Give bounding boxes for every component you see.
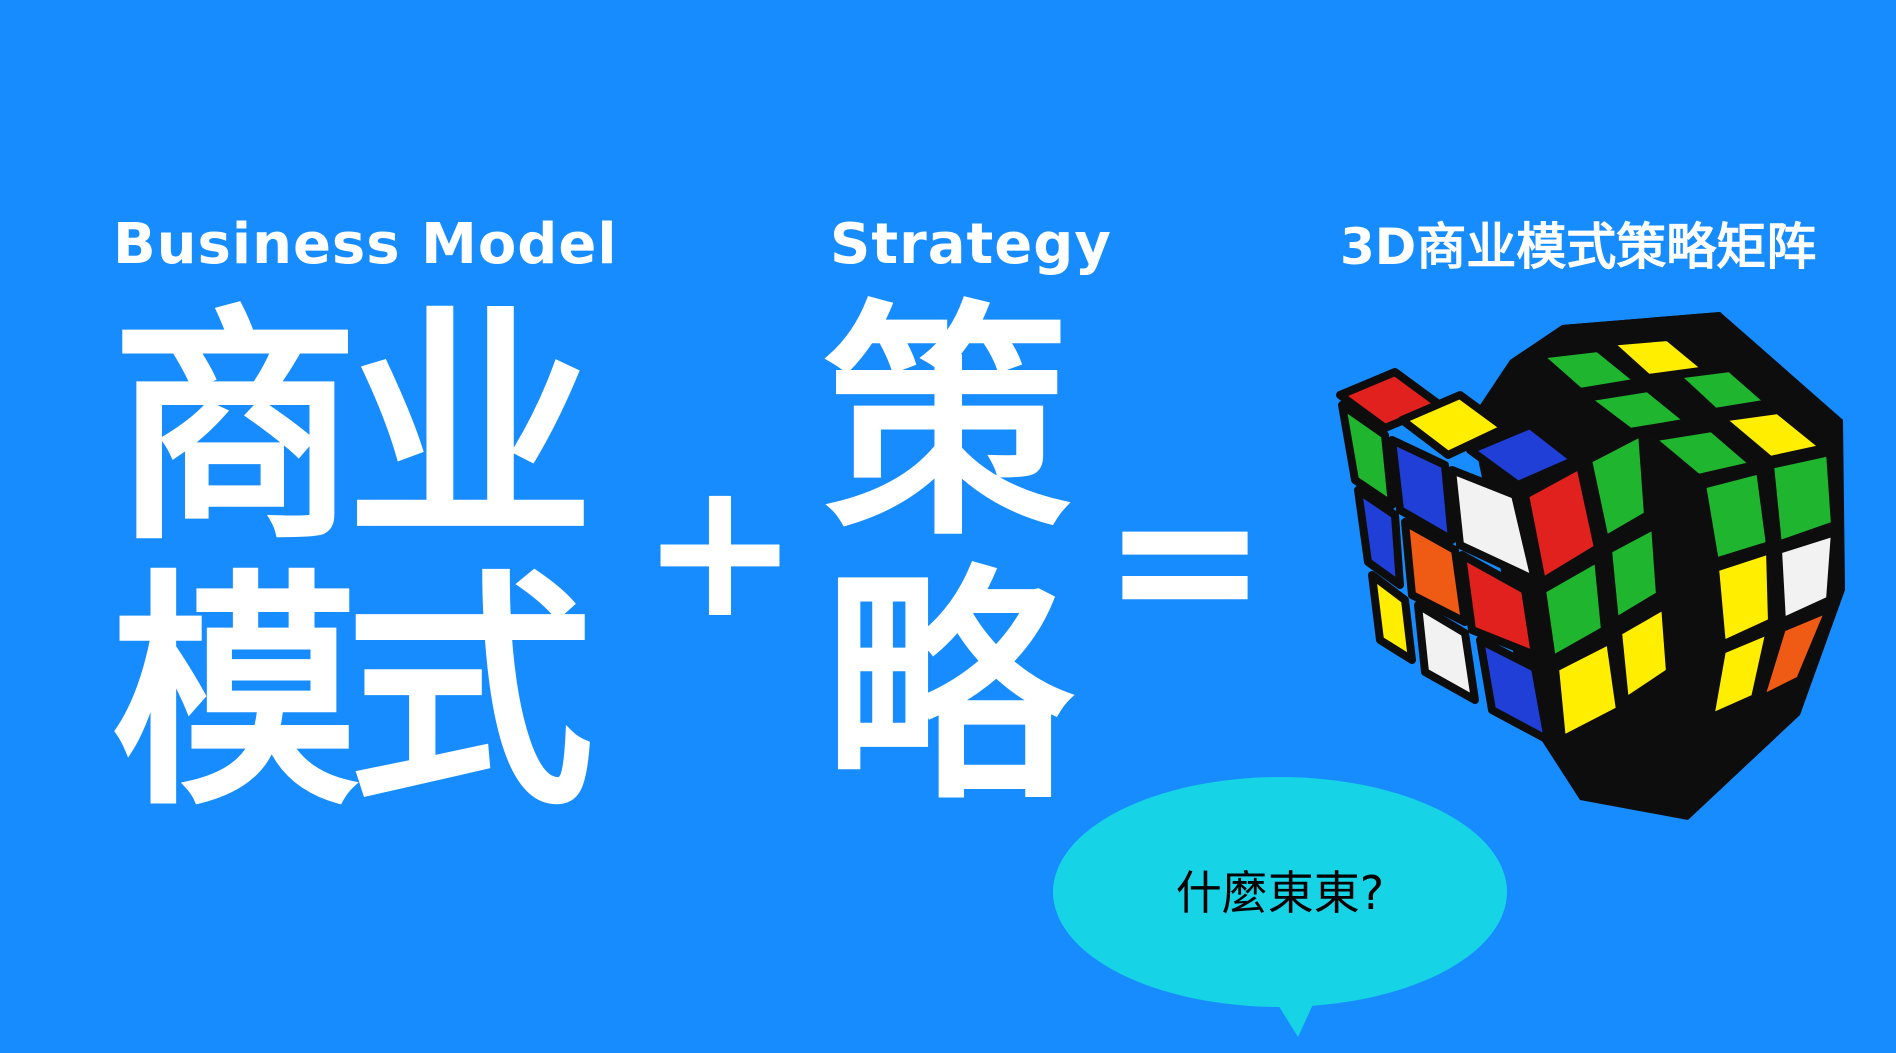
cube-sticker bbox=[1538, 554, 1609, 664]
rubiks-cube-icon bbox=[1330, 300, 1870, 840]
cube-sticker bbox=[1706, 626, 1774, 722]
cube-sticker bbox=[1604, 521, 1664, 626]
cube-sticker bbox=[1476, 636, 1552, 744]
char-mo: 模 bbox=[111, 551, 359, 839]
bubble-text: 什麼東東? bbox=[1175, 866, 1385, 920]
cube-sticker bbox=[1766, 448, 1839, 549]
cube-sticker bbox=[1414, 601, 1479, 704]
char-ye: 业 bbox=[346, 286, 594, 574]
cube-sticker bbox=[1774, 528, 1839, 626]
cube-sticker bbox=[1581, 384, 1694, 436]
business-model-label: Business Model bbox=[113, 212, 618, 277]
cube-sticker bbox=[1646, 424, 1759, 482]
cube-sticker bbox=[1338, 401, 1396, 509]
char-shi: 式 bbox=[346, 551, 594, 839]
cube-sticker bbox=[1388, 436, 1456, 544]
cube-sticker bbox=[1671, 364, 1774, 416]
char-shang: 商 bbox=[111, 286, 359, 574]
speech-bubble: 什麼東東? bbox=[1050, 775, 1510, 1045]
cube-sticker bbox=[1398, 391, 1509, 459]
plus-sign: + bbox=[640, 439, 800, 660]
cube-top-face bbox=[1534, 333, 1829, 482]
matrix-title: 3D商业模式策略矩阵 bbox=[1340, 218, 1817, 276]
cube-sticker bbox=[1716, 406, 1829, 464]
cube-twisted-top bbox=[1336, 368, 1579, 489]
cube-sticker bbox=[1448, 466, 1539, 584]
cube-sticker bbox=[1458, 551, 1539, 659]
cube-sticker bbox=[1614, 601, 1674, 706]
cube-sticker bbox=[1401, 518, 1469, 626]
cube-sticker bbox=[1756, 604, 1834, 704]
cube-front-left bbox=[1338, 401, 1552, 744]
char-lue: 略 bbox=[823, 546, 1071, 834]
bubble-ellipse bbox=[1053, 777, 1507, 1007]
cube-sticker bbox=[1584, 428, 1652, 544]
cube-front-right bbox=[1521, 428, 1674, 744]
cube-sticker bbox=[1534, 344, 1644, 396]
cube-sticker bbox=[1466, 421, 1579, 489]
cube-sticker bbox=[1521, 461, 1602, 586]
speech-bubble-shape bbox=[1053, 777, 1507, 1037]
cube-sticker bbox=[1368, 571, 1416, 664]
bubble-tail bbox=[1275, 1000, 1315, 1037]
cube-svg bbox=[1336, 312, 1845, 820]
strategy-label: Strategy bbox=[830, 212, 1112, 277]
cube-sticker bbox=[1354, 486, 1404, 589]
cube-sticker bbox=[1551, 636, 1624, 744]
char-ce: 策 bbox=[823, 281, 1071, 569]
cube-right-face bbox=[1698, 448, 1839, 722]
cube-sticker bbox=[1698, 466, 1774, 566]
equals-sign: = bbox=[1101, 443, 1269, 676]
cube-sticker bbox=[1711, 546, 1776, 649]
